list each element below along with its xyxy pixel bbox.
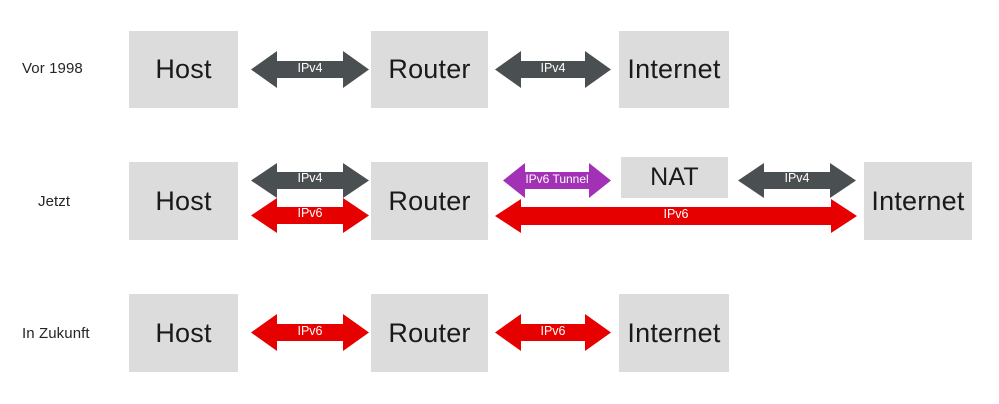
arrow-ipv6-router-internet-row2: IPv6 [495,199,857,233]
arrow-ipv4-host-router-row1: IPv4 [251,50,369,89]
node-router-row3: Router [371,294,488,372]
node-host-row1: Host [129,31,238,108]
arrow-ipv4-host-router-row2: IPv4 [251,163,369,198]
arrow-ipv6-router-internet-row3: IPv6 [495,313,611,352]
arrow-ipv6-host-router-row2: IPv6 [251,198,369,233]
node-internet-row3: Internet [619,294,729,372]
row-label-in-zukunft: In Zukunft [22,325,90,342]
node-router-row1: Router [371,31,488,108]
arrow-ipv4-router-internet-row1: IPv4 [495,50,611,89]
row-label-vor-1998: Vor 1998 [22,60,83,77]
arrow-ipv6-host-router-row3: IPv6 [251,313,369,352]
arrow-ipv4-nat-internet-row2: IPv4 [738,163,856,198]
node-host-row2: Host [129,162,238,240]
node-internet-row1: Internet [619,31,729,108]
node-nat-row2: NAT [621,157,728,198]
node-router-row2: Router [371,162,488,240]
row-label-jetzt: Jetzt [38,193,71,210]
node-host-row3: Host [129,294,238,372]
arrow-ipv6-tunnel-router-nat: IPv6 Tunnel [503,163,611,198]
node-internet-row2: Internet [864,162,972,240]
